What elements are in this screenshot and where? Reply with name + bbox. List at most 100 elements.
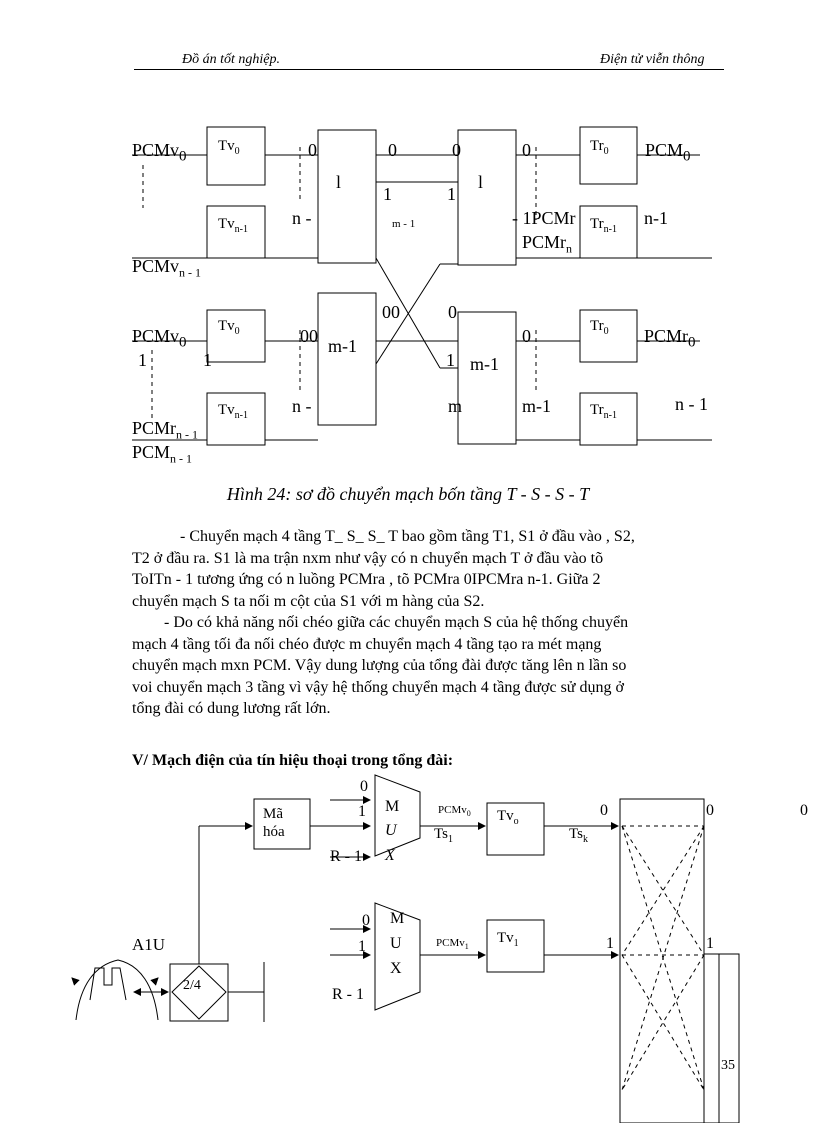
mux-top [374,774,421,857]
label-s2-in-0-bottom: 0 [448,302,457,322]
header-right: Điện tử viễn thông [600,52,705,67]
trn1-box-top [579,205,638,259]
label-pcmrn: PCMrn [522,232,573,256]
label-s1-in-ndash-bottom: n - [292,396,312,416]
label-trn1-bottom: Trn-1 [590,402,617,421]
label-s1-out-00: 00 [382,302,400,322]
switch-matrix-col2 [703,953,720,1123]
label-switch-out-0: 0 [706,802,714,819]
s1-switch-bottom [317,292,377,426]
label-tv0-bottom: Tv0 [218,318,240,337]
label-s2-in-1-bottom: 1 [446,350,455,370]
label-tvn1-top: Tvn-1 [218,216,249,235]
tr0-box-bottom [579,309,638,363]
tsst-switching-diagram [132,126,712,446]
paragraph-2: - Do có khả năng nối chéo giữa các chuyể… [132,612,720,720]
label-pcmn1: PCMn - 1 [132,442,193,466]
label-switch-far-0: 0 [800,802,808,819]
label-switch-out-1: 1 [706,935,714,952]
label-s1-bottom-m1: m-1 [328,336,357,356]
mux-top-x: X [385,847,395,864]
paragraph-2-line: chuyển mạch mxn PCM. Vậy dung lượng của … [132,657,627,674]
switch-matrix-col3 [718,953,740,1123]
mux-bottom-x: X [390,960,402,977]
label-pcmv0-top: PCMv0 [132,140,187,165]
paragraph-2-line: mạch 4 tầng tối đa nối chéo được m chuyể… [132,635,602,653]
paragraph-2-line: tổng đài có dung lương rất lớn. [132,700,331,717]
label-1pcmr: - 1PCMr [512,208,576,228]
label-tr0-bottom: Tr0 [590,318,609,337]
encoder-label-2: hóa [263,824,285,840]
label-pcmv0: PCMv0 [438,804,471,819]
label-s2-out-0: 0 [522,140,531,160]
switch-matrix [619,798,705,1123]
mux-bottom-m: M [390,910,405,927]
label-one-left2: 1 [203,350,212,370]
label-s2-bottom-m1: m-1 [470,354,499,374]
label-pcmrn1: PCMrn - 1 [132,418,199,442]
paragraph-2-line: - Do có khả năng nối chéo giữa các chuyể… [164,614,629,631]
paragraph-1: - Chuyển mạch 4 tầng T_ S_ S_ T bao gồm … [132,526,720,612]
paragraph-1-line: chuyển mạch S ta nối m cột của S1 với m … [132,592,485,610]
s2-switch-top [457,129,517,266]
tv0-box-bottom [206,309,266,363]
label-trn1-top: Trn-1 [590,216,617,235]
label-pcmvn1: PCMvn - 1 [132,256,202,280]
mux-top-in-1: 1 [358,803,366,820]
label-s1-out-0: 0 [388,140,397,160]
mux-top-m: M [385,798,400,815]
label-s1-in-0: 0 [308,140,317,160]
section-title: V/ Mạch điện của tín hiệu thoại trong tổ… [132,752,454,769]
s1-switch-top [317,129,377,264]
s2-switch-bottom [457,311,517,445]
header-rule [134,69,724,70]
label-s1-in-00: 00 [300,326,318,346]
label-switch-in-1: 1 [606,935,614,952]
tvn1-box-bottom [206,392,266,446]
label-s2-out-m1: m-1 [522,396,551,416]
label-s1-out-1: 1 [383,184,392,204]
header-left: Đồ án tốt nghiệp. [182,52,280,67]
label-s2-top-l: l [478,172,484,192]
label-n-1-out: n - 1 [675,394,708,414]
label-ts1: Ts1 [434,826,453,845]
label-s1-top-l: l [336,172,342,192]
label-n1-out: n-1 [644,208,668,228]
label-switch-in-0: 0 [600,802,608,819]
tv0-box-top [206,126,266,186]
mux-bottom-in-r1: R - 1 [332,986,364,1003]
mux-bottom-in-0: 0 [362,912,370,929]
tv1-box [486,919,545,973]
label-tvo: Tvo [497,808,519,827]
tvo-box [486,802,545,856]
label-tvn1-bottom: Tvn-1 [218,402,249,421]
paragraph-1-line: ToITn - 1 tương ứng có n luồng PCMra , t… [132,571,601,588]
label-s2-in-1: 1 [447,184,456,204]
label-pcmv1: PCMv1 [436,937,469,952]
paragraph-2-line: voi chuyển mạch 3 tầng vì vậy hệ thống c… [132,678,624,696]
label-tr0-top: Tr0 [590,138,609,157]
paragraph-1-line: - Chuyển mạch 4 tầng T_ S_ S_ T bao gồm … [180,528,635,545]
label-pcm0-out: PCM0 [645,140,691,165]
encoder-box [253,798,311,850]
label-tv1: Tv1 [497,930,519,949]
figure-caption: Hình 24: sơ đồ chuyển mạch bốn tầng T - … [226,484,590,504]
label-s2-in-m: m [448,396,463,416]
tvn1-box-top [206,205,266,259]
label-s2-in-0: 0 [452,140,461,160]
mux-top-in-0: 0 [360,778,368,795]
mux-bottom [374,902,421,1011]
telephone-icon [75,959,159,1021]
paragraph-1-line: T2 ở đầu ra. S1 là ma trận nxm như vậy c… [132,549,604,567]
mux-bottom-u: U [390,935,402,952]
label-2-4: 2/4 [183,978,201,993]
label-pcmr0-out: PCMr0 [644,326,696,351]
trn1-box-bottom [579,392,638,446]
mux-bottom-in-1: 1 [358,938,366,955]
label-tv0-top: Tv0 [218,138,240,157]
label-one-left: 1 [138,350,147,370]
mux-top-u: U [385,822,397,839]
label-pcmv0-bottom: PCMv0 [132,326,187,351]
